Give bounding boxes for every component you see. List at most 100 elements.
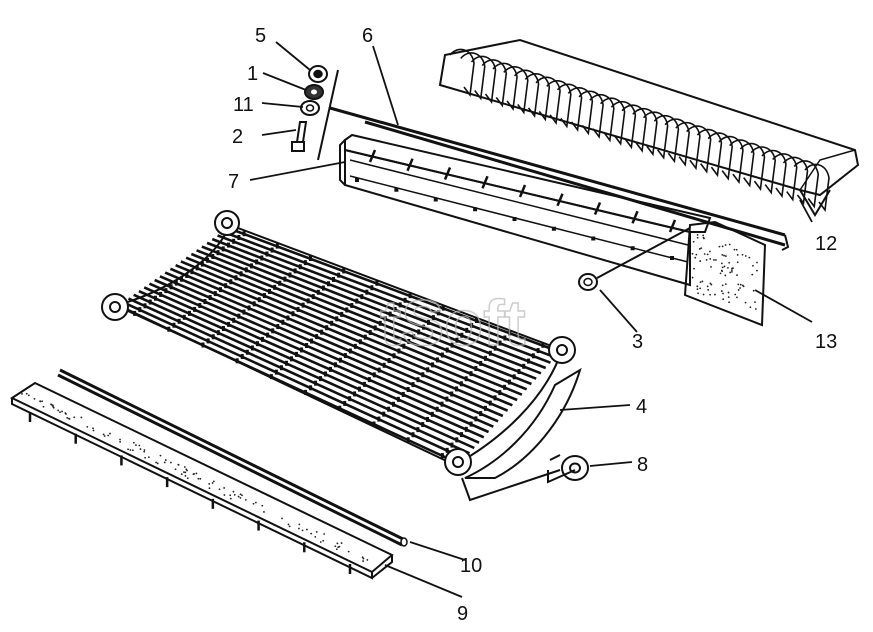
plate-speckle-dot	[721, 245, 724, 248]
grate-finger	[761, 149, 787, 199]
grate-finger	[599, 97, 626, 146]
concave-tooth	[303, 260, 307, 266]
concave-tooth	[293, 268, 297, 274]
plate-speckle-dot	[720, 290, 723, 292]
concave-tooth	[237, 234, 241, 240]
bar9-speckle-dot	[261, 504, 264, 507]
plate-speckle-dot	[696, 285, 699, 288]
concave-tooth	[465, 327, 469, 333]
concave-rasp-bar	[201, 245, 537, 380]
plate-speckle-dot	[723, 254, 725, 257]
bar9-speckle-dot	[163, 461, 166, 464]
concave-tooth	[273, 284, 277, 290]
concave-tooth	[431, 362, 435, 368]
concave-tooth	[239, 271, 243, 277]
plate-speckle-dot	[731, 270, 733, 273]
concave-tooth	[345, 307, 349, 313]
bar9-speckle-dot	[337, 546, 340, 549]
plate-speckle-dot	[736, 274, 738, 277]
leader-lines	[249, 41, 813, 598]
bar9-speckle-dot	[184, 471, 187, 474]
bar-clamp	[668, 219, 677, 233]
plate-speckle-dot	[724, 283, 727, 286]
fastener-stack	[291, 65, 339, 161]
plate-speckle-dot	[736, 261, 739, 264]
concave-tooth	[143, 303, 147, 309]
plate-speckle-dot	[707, 288, 710, 291]
concave-tooth	[291, 311, 295, 317]
grate-finger	[632, 107, 658, 157]
concave-tooth	[274, 369, 278, 375]
concave-tooth	[249, 263, 253, 269]
bar9-speckle-dot	[361, 556, 364, 559]
concave-tooth	[459, 381, 463, 387]
plate-speckle-dot	[744, 255, 747, 257]
bar9-speckle-dot	[80, 416, 83, 419]
bar9-speckle-dot	[232, 490, 235, 493]
concave-tooth	[333, 362, 337, 368]
concave-tooth	[503, 384, 507, 390]
grate-finger	[653, 114, 680, 164]
bar9-speckle-dot	[183, 466, 186, 468]
plate-speckle-dot	[697, 292, 699, 295]
plate-speckle-dot	[706, 285, 709, 288]
concave-tooth	[335, 316, 339, 322]
concave-tooth	[328, 366, 332, 372]
concave-tooth	[278, 280, 282, 286]
concave-tooth	[242, 231, 246, 237]
concave-rasp-bar	[164, 271, 504, 418]
plate-speckle-dot	[696, 236, 699, 239]
concave-rasp-bar	[143, 286, 485, 439]
concave-tooth	[512, 374, 516, 380]
bar-hole	[473, 207, 478, 212]
concave-tooth	[401, 391, 405, 397]
bar9-speckle-dot	[66, 417, 69, 419]
concave-tooth	[417, 329, 421, 335]
concave-tooth	[450, 442, 454, 448]
concave-tooth	[411, 382, 415, 388]
grate-finger	[621, 104, 647, 153]
concave-tooth	[309, 385, 313, 391]
bar9-speckle-dot	[86, 425, 89, 428]
concave-tooth	[367, 377, 371, 383]
concave-tooth	[187, 310, 191, 316]
plate-speckle-dot	[752, 289, 755, 292]
concave-tooth	[250, 345, 254, 351]
bar9-speckle-dot	[254, 501, 257, 504]
concave-tooth	[164, 288, 168, 294]
plate-speckle-dot	[693, 267, 695, 270]
plate-speckle-dot	[691, 276, 694, 279]
grate-finger	[535, 76, 561, 125]
concave-side-arc	[461, 367, 582, 502]
concave-tooth	[455, 437, 459, 443]
concave-rasp-bar	[138, 289, 480, 444]
concave-tooth	[541, 342, 545, 348]
concave-rasp-bar	[127, 297, 471, 455]
concave-tooth	[406, 387, 410, 392]
bar9-speckle-dot	[335, 548, 338, 551]
grate-finger	[772, 153, 798, 202]
grate-finger	[718, 135, 744, 185]
plate-speckle-dot	[709, 282, 712, 285]
concave-tooth	[358, 386, 362, 392]
bar9-speckle-dot	[229, 494, 232, 497]
bar9-speckle-dot	[25, 392, 28, 395]
bar9-speckle-dot	[107, 434, 110, 437]
concave-tooth	[406, 437, 410, 443]
concave-tooth	[398, 302, 402, 308]
bar-clamp	[406, 158, 414, 172]
concave-rasp-bar	[190, 252, 528, 391]
bar-hole	[551, 226, 556, 231]
concave-tooth	[261, 336, 265, 342]
bar9-speckle-dot	[103, 435, 106, 437]
concave-tooth	[324, 371, 328, 377]
bar9-speckle-dot	[102, 433, 105, 436]
concave-tooth	[326, 281, 330, 287]
concave-tooth	[426, 416, 430, 422]
concave-tooth	[460, 432, 464, 438]
concave-tooth	[305, 343, 309, 348]
concave-tooth	[148, 299, 152, 305]
bar9-speckle-dot	[211, 482, 214, 484]
part-7-channel-bar	[339, 133, 712, 287]
concave-tooth	[315, 334, 319, 340]
